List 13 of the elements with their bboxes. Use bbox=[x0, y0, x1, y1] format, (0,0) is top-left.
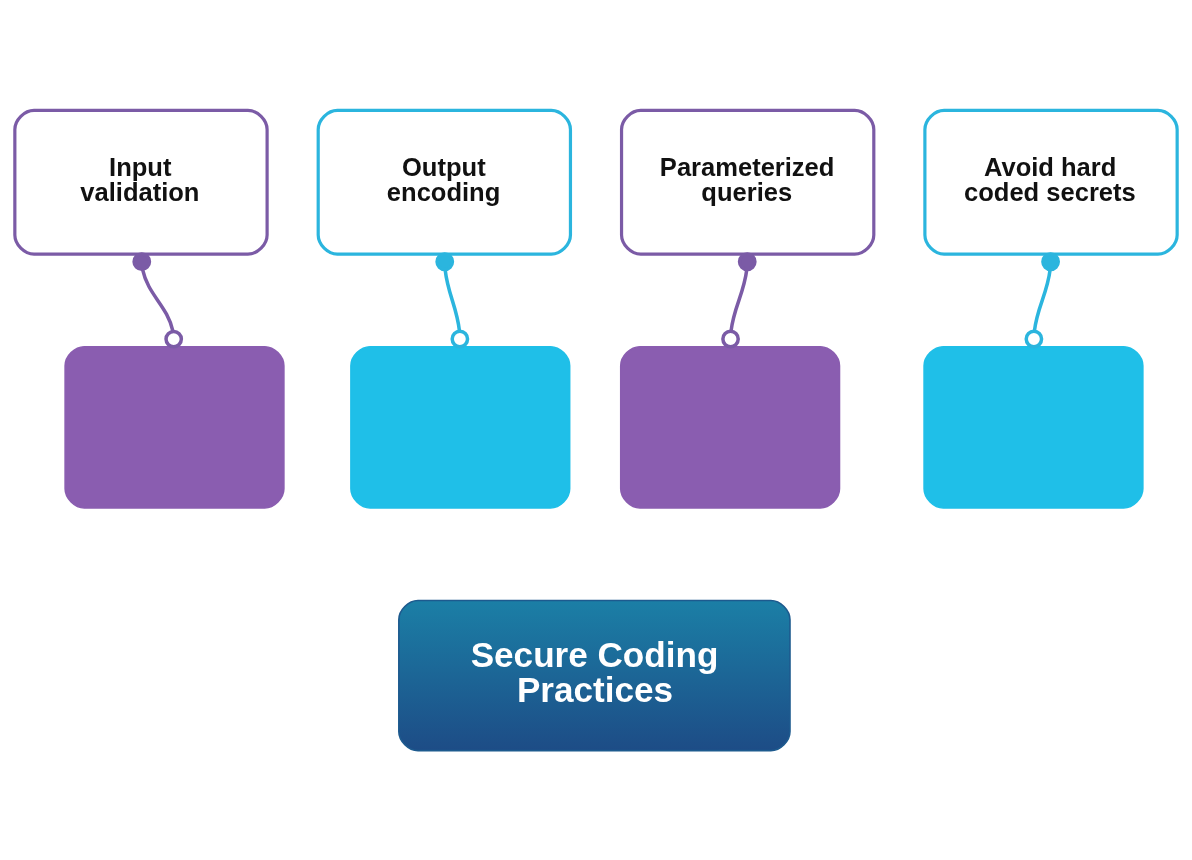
node-box bbox=[619, 345, 841, 509]
node-box bbox=[350, 345, 571, 509]
node-box: Avoid hard coded secrets bbox=[923, 108, 1179, 256]
connector bbox=[435, 251, 470, 348]
node-box: Output encoding bbox=[316, 108, 573, 256]
node-box: Input validation bbox=[13, 108, 269, 256]
node-box: Parameterized queries bbox=[619, 108, 876, 256]
connector bbox=[1024, 251, 1060, 348]
node-box bbox=[923, 345, 1144, 509]
node-box bbox=[64, 345, 285, 509]
node-box: Secure Coding Practices bbox=[398, 599, 791, 751]
connector bbox=[721, 251, 757, 348]
connector bbox=[132, 251, 184, 348]
